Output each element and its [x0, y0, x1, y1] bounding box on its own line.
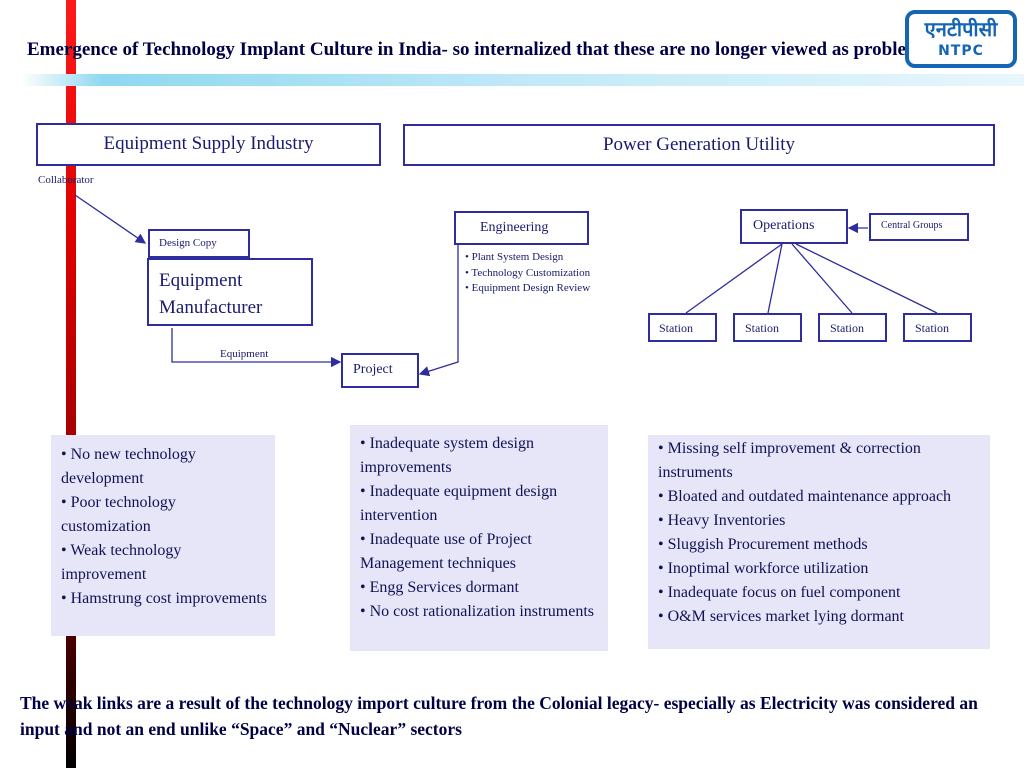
weakness-item: • No cost rationalization instruments [360, 603, 594, 620]
ops-station-line-4 [795, 243, 938, 314]
weakness-item: • Inadequate focus on fuel component [658, 584, 901, 601]
equipment-supply-industry-header: Equipment Supply Industry [36, 123, 381, 166]
station-box: Station [733, 313, 802, 342]
engineering-item-list: • Plant System Design • Technology Custo… [465, 250, 635, 297]
engineering-item: • Technology Customization [465, 266, 591, 279]
logo-english-text: NTPC [938, 43, 984, 59]
equipment-arrow [171, 328, 342, 368]
ops-station-line-2 [767, 243, 783, 314]
weakness-item: • Hamstrung cost improvements [61, 590, 268, 607]
weakness-item: • Bloated and outdated maintenance appro… [658, 488, 952, 505]
title-accent-band [0, 74, 1024, 86]
weakness-item: • No new technology development [61, 446, 196, 487]
station-box: Station [903, 313, 972, 342]
weakness-item: • O&M services market lying dormant [658, 608, 904, 625]
ops-station-line-1 [685, 243, 783, 314]
engineering-weakness-panel: • Inadequate system design improvements … [350, 425, 608, 651]
weakness-item: • Inoptimal workforce utilization [658, 560, 869, 577]
design-copy-box: Design Copy [148, 229, 250, 258]
weakness-item: • Inadequate equipment design interventi… [360, 483, 558, 524]
operations-weakness-panel: • Missing self improvement & correction … [648, 435, 990, 649]
power-generation-utility-header: Power Generation Utility [403, 124, 995, 166]
weakness-item: • Sluggish Procurement methods [658, 536, 868, 553]
collaborator-label: Collaborator [38, 174, 94, 186]
collaborator-arrow [74, 194, 147, 244]
engineering-box: Engineering [454, 211, 589, 245]
weakness-item: • Engg Services dormant [360, 579, 519, 596]
weakness-item: • Poor technology customization [61, 494, 176, 535]
weakness-item: • Weak technology improvement [61, 542, 182, 583]
slide-title: Emergence of Technology Implant Culture … [27, 39, 944, 60]
weakness-item: • Inadequate system design improvements [360, 435, 534, 476]
ops-station-line-3 [791, 243, 853, 314]
supply-industry-weakness-panel: • No new technology development • Poor t… [51, 435, 275, 636]
project-box: Project [341, 353, 419, 388]
station-box: Station [818, 313, 887, 342]
engineering-arrow [418, 245, 459, 377]
station-box: Station [648, 313, 717, 342]
equipment-label: Equipment [220, 348, 269, 360]
ntpc-logo: एनटीपीसी NTPC [905, 10, 1017, 68]
red-accent-bar [66, 0, 76, 768]
central-groups-box: Central Groups [869, 213, 969, 241]
footer-conclusion: The weak links are a result of the techn… [20, 693, 978, 739]
weakness-item: • Missing self improvement & correction … [658, 440, 921, 481]
weakness-item: • Heavy Inventories [658, 512, 786, 529]
weakness-item: • Inadequate use of Project Management t… [360, 531, 532, 572]
logo-hindi-text: एनटीपीसी [924, 17, 998, 41]
engineering-item: • Equipment Design Review [465, 282, 591, 294]
equipment-manufacturer-box: Equipment Manufacturer [147, 258, 313, 326]
operations-box: Operations [740, 209, 848, 244]
engineering-item: • Plant System Design [465, 251, 564, 263]
